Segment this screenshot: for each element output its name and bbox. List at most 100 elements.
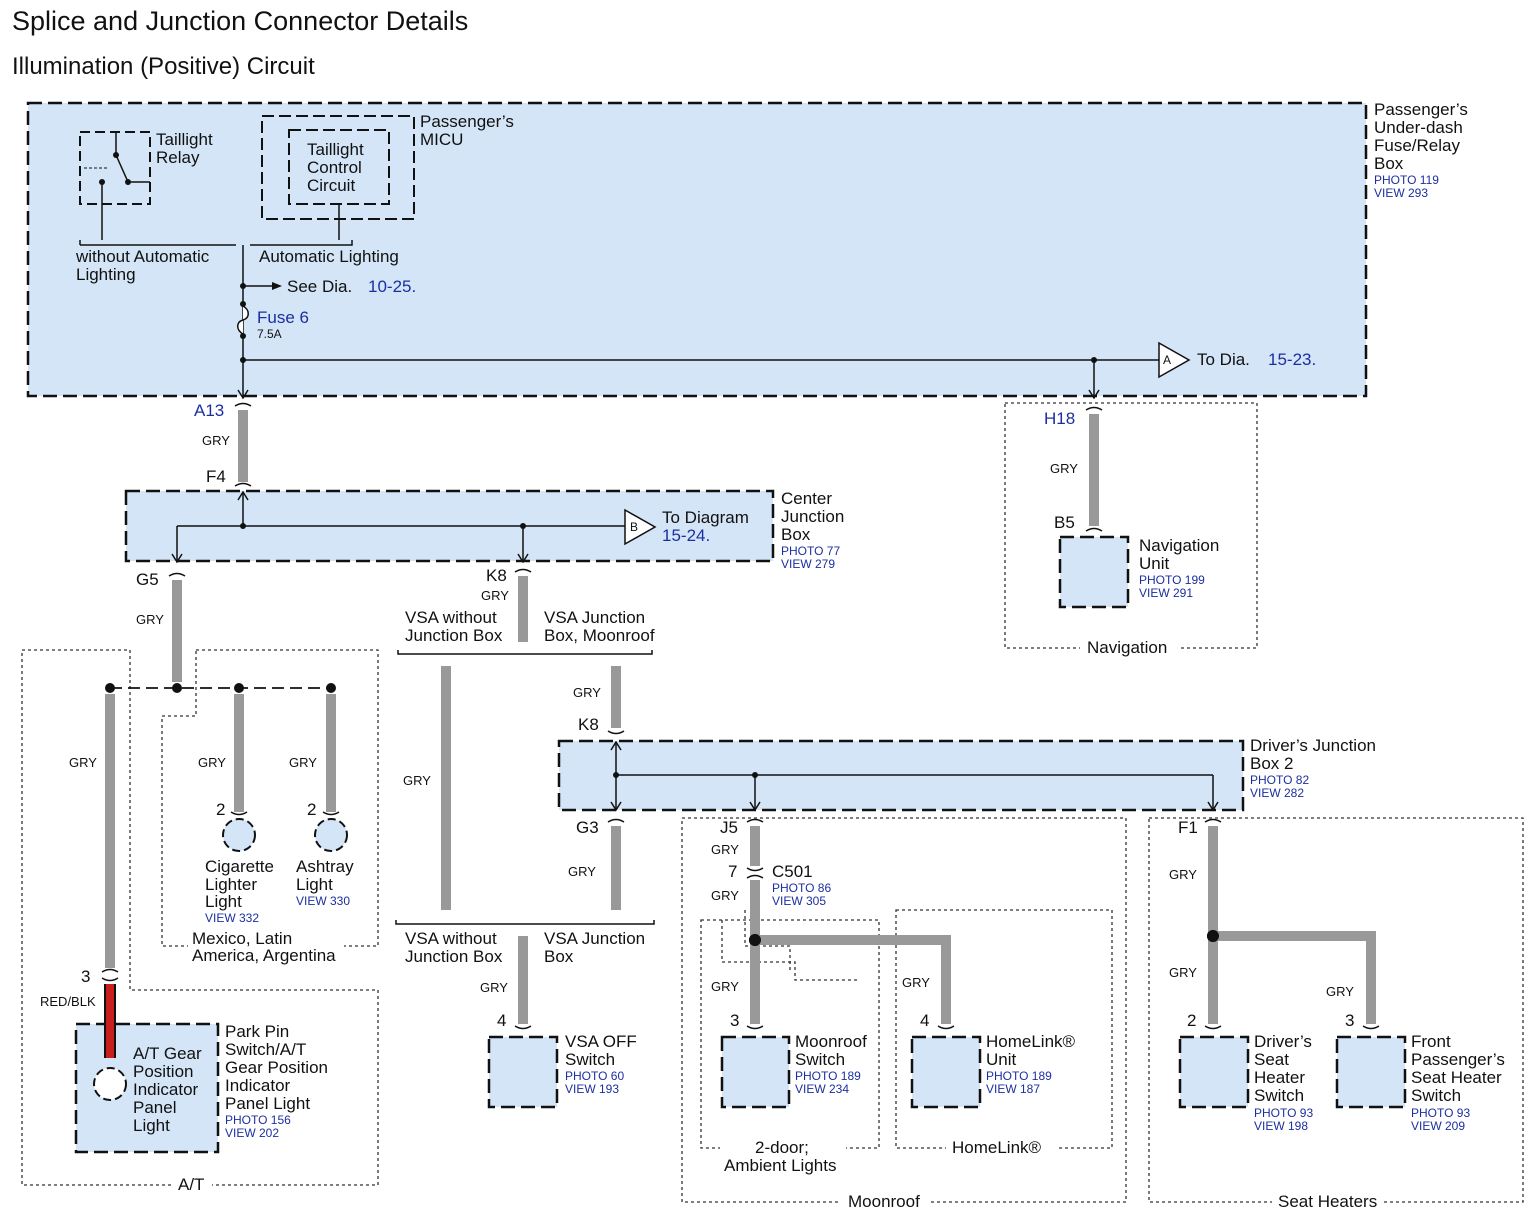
moonroof-switch	[720, 1035, 791, 1109]
at-group	[21, 649, 379, 1186]
svg-text:Junction Box: Junction Box	[405, 947, 503, 966]
svg-text:GRY: GRY	[289, 755, 317, 770]
svg-text:Park Pin: Park Pin	[225, 1022, 289, 1041]
mexico-label: Mexico, Latin	[192, 929, 292, 948]
svg-text:Moonroof: Moonroof	[795, 1032, 867, 1051]
fuse-rating: 7.5A	[257, 327, 282, 341]
svg-text:Junction Box: Junction Box	[405, 626, 503, 645]
svg-text:Heater: Heater	[1254, 1068, 1305, 1087]
to-dia-link[interactable]: 15-23.	[1268, 350, 1316, 369]
svg-text:PHOTO 77: PHOTO 77	[781, 544, 840, 558]
svg-text:Unit: Unit	[1139, 554, 1170, 573]
svg-text:Light: Light	[205, 892, 242, 911]
svg-text:PHOTO 93: PHOTO 93	[1411, 1106, 1470, 1120]
svg-text:Under-dash: Under-dash	[1374, 118, 1463, 137]
navigation-unit-label: Navigation Unit PHOTO 199 VIEW 291	[1139, 536, 1219, 600]
svg-text:Junction: Junction	[781, 507, 844, 526]
svg-text:VIEW 198: VIEW 198	[1254, 1119, 1308, 1133]
svg-text:Relay: Relay	[156, 148, 200, 167]
svg-text:GRY: GRY	[573, 685, 601, 700]
svg-text:Passenger’s: Passenger’s	[1411, 1050, 1505, 1069]
svg-text:GRY: GRY	[481, 588, 509, 603]
off-page-triangle-b	[624, 508, 657, 546]
svg-text:GRY: GRY	[136, 612, 164, 627]
svg-text:GRY: GRY	[711, 888, 739, 903]
navigation-group	[1004, 402, 1258, 649]
relay-contacts-icon	[84, 132, 150, 240]
svg-text:4: 4	[920, 1011, 929, 1030]
svg-text:Seat Heater: Seat Heater	[1411, 1068, 1502, 1087]
svg-text:Switch: Switch	[565, 1050, 615, 1069]
svg-text:Light: Light	[296, 875, 333, 894]
svg-text:GRY: GRY	[1326, 984, 1354, 999]
svg-text:GRY: GRY	[198, 755, 226, 770]
svg-text:Seat: Seat	[1254, 1050, 1289, 1069]
fuse-6-label[interactable]: Fuse 6	[257, 308, 309, 327]
svg-text:Driver’s Junction: Driver’s Junction	[1250, 736, 1376, 755]
svg-text:3: 3	[81, 967, 90, 986]
svg-text:PHOTO 189: PHOTO 189	[986, 1069, 1052, 1083]
connector-k8: K8	[486, 566, 507, 585]
to-diagram-link[interactable]: 15-24.	[662, 526, 710, 545]
svg-text:Driver’s: Driver’s	[1254, 1032, 1312, 1051]
off-page-triangle-a	[1158, 341, 1191, 379]
connector-k8-driver: K8	[578, 715, 599, 734]
front-passenger-seat-heater-switch	[1335, 1035, 1407, 1109]
cigarette-lighter-label: Cigarette Lighter Light VIEW 332	[205, 857, 274, 925]
svg-text:B: B	[630, 520, 638, 534]
connector-g5: G5	[136, 570, 159, 589]
svg-text:Unit: Unit	[986, 1050, 1017, 1069]
fuse-relay-box	[26, 101, 1368, 398]
svg-text:Box 2: Box 2	[1250, 754, 1293, 773]
option-without-auto-lighting: without Automatic	[75, 247, 210, 266]
cigarette-lighter-bulb-icon	[222, 818, 256, 852]
svg-text:VIEW 332: VIEW 332	[205, 911, 259, 925]
connector-f1: F1	[1178, 818, 1198, 837]
connector-c501: C501	[772, 862, 813, 881]
svg-text:Seat Heaters: Seat Heaters	[1278, 1192, 1377, 1211]
svg-text:3: 3	[1345, 1011, 1354, 1030]
svg-text:Box, Moonroof: Box, Moonroof	[544, 626, 655, 645]
svg-text:Indicator: Indicator	[133, 1080, 199, 1099]
svg-text:Switch: Switch	[1411, 1086, 1461, 1105]
passenger-seat-heater-label: Front Passenger’s Seat Heater Switch PHO…	[1411, 1032, 1505, 1133]
see-dia-text: See Dia.	[287, 277, 352, 296]
svg-text:PHOTO 82: PHOTO 82	[1250, 773, 1309, 787]
svg-text:VIEW 305: VIEW 305	[772, 894, 826, 908]
drivers-seat-heater-switch	[1178, 1035, 1250, 1109]
svg-text:Gear Position: Gear Position	[225, 1058, 328, 1077]
arrow-right-icon	[272, 282, 282, 290]
fuse-box-photo: PHOTO 119	[1374, 173, 1439, 187]
svg-text:GRY: GRY	[711, 979, 739, 994]
svg-text:Navigation: Navigation	[1139, 536, 1219, 555]
svg-text:MICU: MICU	[420, 130, 463, 149]
svg-text:Lighting: Lighting	[76, 265, 136, 284]
svg-text:GRY: GRY	[902, 975, 930, 990]
svg-text:3: 3	[730, 1011, 739, 1030]
svg-text:GRY: GRY	[1050, 461, 1078, 476]
connector-f4: F4	[206, 467, 226, 486]
svg-text:PHOTO 156: PHOTO 156	[225, 1113, 291, 1127]
svg-text:2: 2	[1187, 1011, 1196, 1030]
see-dia-link[interactable]: 10-25.	[368, 277, 416, 296]
option-vsa-without-jb: VSA without	[405, 608, 497, 627]
svg-text:GRY: GRY	[1169, 965, 1197, 980]
svg-text:GRY: GRY	[69, 755, 97, 770]
svg-text:Control: Control	[307, 158, 362, 177]
mexico-group	[161, 649, 379, 947]
svg-text:A/T Gear: A/T Gear	[133, 1044, 202, 1063]
bulb-icon	[93, 1067, 127, 1101]
at-component-label: Park Pin Switch/A/T Gear Position Indica…	[225, 1022, 328, 1140]
to-diagram-text: To Diagram	[662, 508, 749, 527]
svg-text:Panel Light: Panel Light	[225, 1094, 310, 1113]
micu-label: Passenger’s	[420, 112, 514, 131]
svg-text:GRY: GRY	[1169, 867, 1197, 882]
svg-text:Switch: Switch	[795, 1050, 845, 1069]
svg-text:Circuit: Circuit	[307, 176, 355, 195]
svg-text:Cigarette: Cigarette	[205, 857, 274, 876]
svg-text:PHOTO 93: PHOTO 93	[1254, 1106, 1313, 1120]
svg-text:Front: Front	[1411, 1032, 1451, 1051]
homelink-group	[895, 909, 1113, 1149]
page-title: Splice and Junction Connector Details	[12, 6, 468, 36]
drivers-box-label: Driver’s Junction Box 2 PHOTO 82 VIEW 28…	[1250, 736, 1376, 800]
